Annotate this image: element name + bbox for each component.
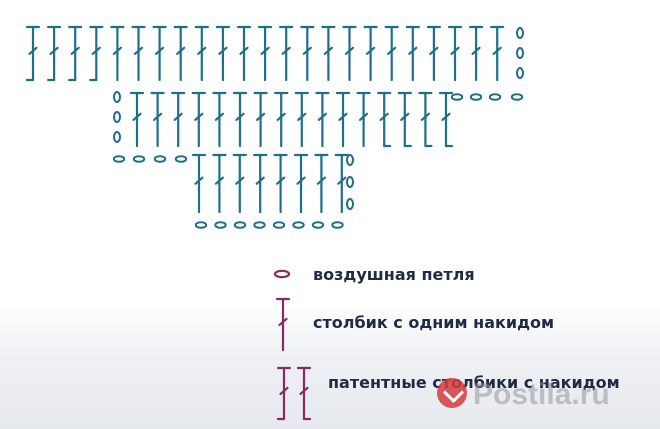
postila-watermark: Postila.ru <box>437 378 610 412</box>
dc-stitch <box>490 25 505 82</box>
chain-stitch <box>510 93 524 101</box>
dc-stitch <box>191 153 207 214</box>
chain-stitch <box>113 131 121 143</box>
dc-stitch <box>253 91 268 148</box>
chain-stitch <box>292 221 305 229</box>
dc-stitch <box>334 153 349 214</box>
dc-stitch <box>335 91 351 148</box>
watermark-text: Postila.ru <box>473 378 610 411</box>
chain-stitch <box>113 91 121 103</box>
legend-post-icon-left <box>276 366 292 421</box>
dc-stitch <box>171 91 186 148</box>
chain-stitch <box>346 154 354 166</box>
chain-stitch <box>346 198 354 210</box>
dc-stitch <box>279 25 294 82</box>
stitch-chart <box>25 25 524 229</box>
legend-dc-label: столбик с одним накидом <box>313 313 555 332</box>
post-stitch <box>89 25 104 82</box>
chain-stitch <box>214 221 227 229</box>
dc-stitch <box>384 25 399 82</box>
dc-stitch <box>212 91 227 148</box>
chain-stitch <box>450 93 464 101</box>
chain-stitch <box>153 155 167 163</box>
chain-stitch <box>174 155 188 163</box>
chain-stitch <box>194 221 208 229</box>
chain-stitch <box>253 221 266 229</box>
chain-stitch <box>469 93 483 101</box>
dc-stitch <box>110 25 125 82</box>
dc-stitch <box>356 91 371 148</box>
dc-stitch <box>212 153 227 214</box>
legend-chain-label: воздушная петля <box>313 265 475 284</box>
legend-post-icon-right <box>296 366 312 421</box>
dc-stitch <box>173 25 188 82</box>
chain-stitch <box>311 221 325 229</box>
dc-stitch <box>469 25 484 82</box>
chain-stitch <box>516 67 524 79</box>
postila-logo-icon <box>437 378 467 409</box>
post-stitch <box>397 91 412 148</box>
chain-stitch <box>112 155 126 163</box>
post-stitch <box>377 91 392 148</box>
chain-stitch <box>346 176 354 188</box>
dc-stitch <box>447 25 463 82</box>
dc-stitch <box>314 153 329 214</box>
post-stitch <box>68 25 83 82</box>
legend-dc-icon <box>275 297 291 352</box>
dc-stitch <box>253 153 268 214</box>
dc-stitch <box>300 25 315 82</box>
dc-stitch <box>236 25 252 82</box>
dc-stitch <box>232 153 247 214</box>
dc-stitch <box>405 25 420 82</box>
dc-stitch <box>150 91 165 148</box>
dc-stitch <box>293 153 309 214</box>
chain-stitch <box>113 111 121 123</box>
dc-stitch <box>194 25 209 82</box>
post-stitch <box>438 91 454 148</box>
legend-symbols <box>273 269 312 421</box>
dc-stitch <box>426 25 441 82</box>
dc-stitch <box>129 91 145 148</box>
legend-post-label: патентные столбики с накидом <box>328 373 620 392</box>
dc-stitch <box>363 25 378 82</box>
chain-stitch <box>516 47 524 59</box>
chain-stitch <box>272 221 286 229</box>
dc-stitch <box>321 25 336 82</box>
chain-stitch <box>132 155 146 163</box>
chain-stitch <box>488 93 502 101</box>
post-stitch <box>418 91 433 148</box>
chain-stitch <box>331 221 344 229</box>
post-stitch <box>46 25 62 82</box>
dc-stitch <box>273 153 288 214</box>
dc-stitch <box>215 25 230 82</box>
post-stitch <box>25 25 41 82</box>
dc-stitch <box>294 91 309 148</box>
dc-stitch <box>274 91 289 148</box>
legend-chain-icon <box>273 269 291 279</box>
dc-stitch <box>342 25 357 82</box>
dc-stitch <box>232 91 248 148</box>
dc-stitch <box>315 91 330 148</box>
chain-stitch <box>233 221 247 229</box>
dc-stitch <box>258 25 273 82</box>
dc-stitch <box>131 25 146 82</box>
dc-stitch <box>152 25 167 82</box>
dc-stitch <box>191 91 206 148</box>
chain-stitch <box>516 27 524 39</box>
